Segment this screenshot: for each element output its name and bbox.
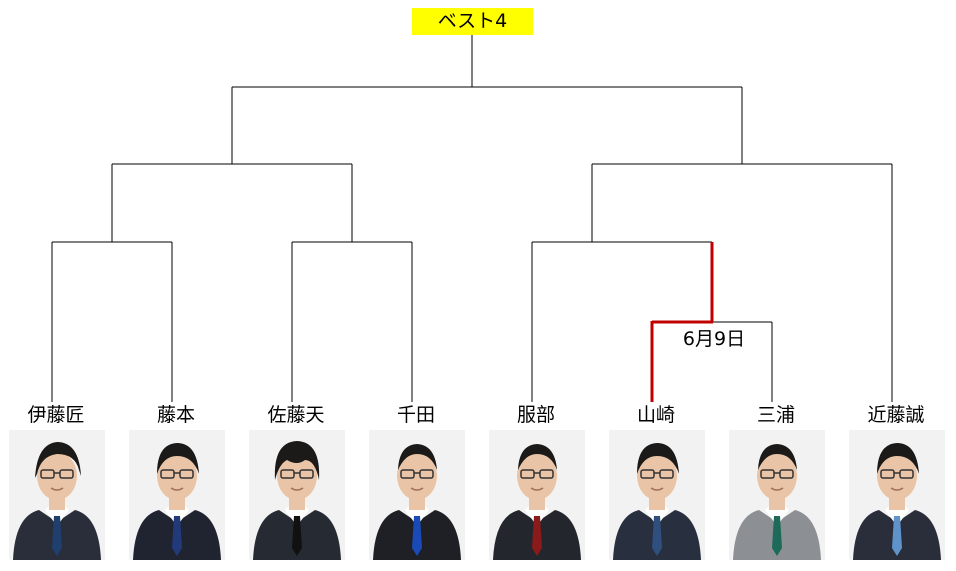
bracket-title: ベスト4 [412, 8, 533, 35]
player-card: 佐藤天 [241, 400, 351, 571]
player-name: 近藤誠 [867, 404, 925, 426]
player-name: 伊藤匠 [27, 404, 85, 426]
player-photo [129, 430, 225, 560]
player-photo [609, 430, 705, 560]
player-name: 佐藤天 [267, 404, 325, 426]
player-photo [369, 430, 465, 560]
player-name: 千田 [396, 404, 435, 426]
player-card: 山崎 [601, 400, 711, 571]
player-photo [489, 430, 585, 560]
player-name: 山崎 [636, 404, 675, 426]
player-card: 近藤誠 [841, 400, 951, 571]
player-card: 三浦 [721, 400, 831, 571]
player-card: 藤本 [121, 400, 231, 571]
player-photo [849, 430, 945, 560]
match-date-label: 6月9日 [674, 326, 754, 352]
player-photo [9, 430, 105, 560]
player-card: 千田 [361, 400, 471, 571]
player-photo [729, 430, 825, 560]
player-name: 三浦 [756, 404, 795, 426]
player-photo [249, 430, 345, 560]
player-card: 服部 [481, 400, 591, 571]
player-card: 伊藤匠 [1, 400, 111, 571]
player-name: 服部 [516, 404, 555, 426]
player-name: 藤本 [156, 404, 195, 426]
